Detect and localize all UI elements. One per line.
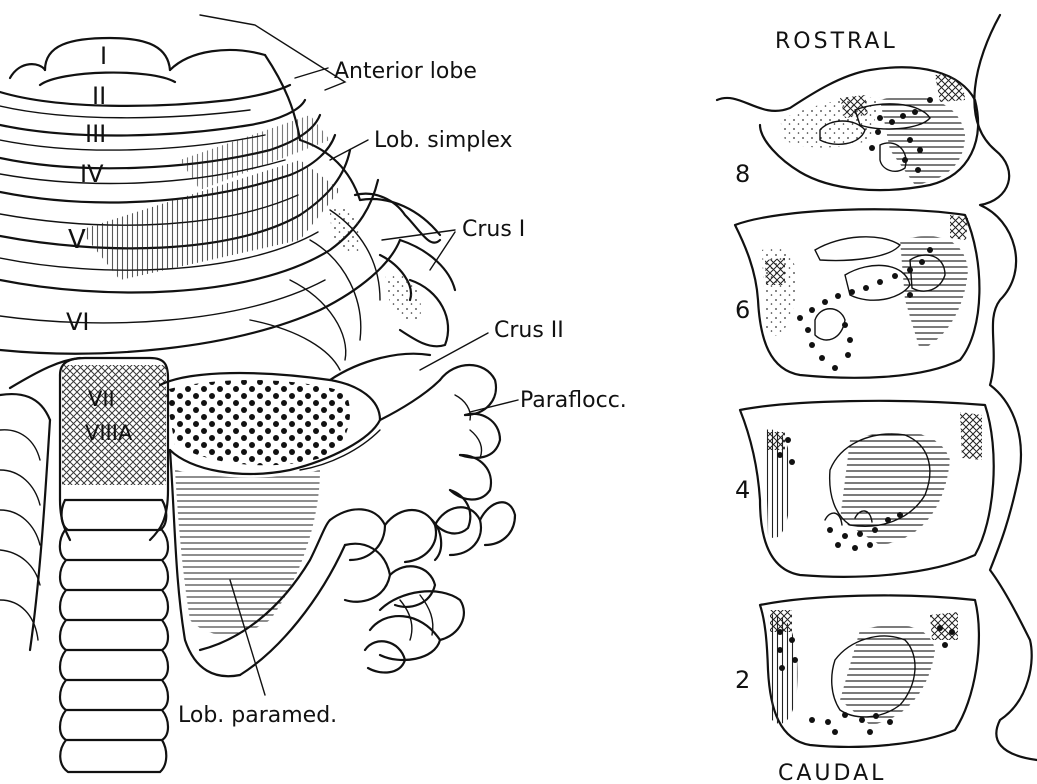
section-number-6: 6 [735, 296, 750, 324]
crus-1-leader-b [430, 232, 455, 270]
lob-paramed-label: Lob. paramed. [178, 703, 337, 728]
lobule-label-V: V [68, 225, 86, 255]
section-number-4: 4 [735, 476, 750, 504]
brainstem-outline [974, 15, 1037, 760]
lobule-label-VI: VI [66, 308, 90, 336]
paraflocc-label: Paraflocc. [520, 388, 627, 413]
paraflocc-leader [470, 400, 518, 412]
anterior-lobe-label: Anterior lobe [334, 59, 477, 84]
lobule-label-II: II [92, 82, 106, 110]
crus-1-label: Crus I [462, 217, 525, 242]
section-4: 4 [735, 401, 994, 577]
vermis-lower-folia [60, 500, 168, 772]
crus-2-leader [420, 333, 488, 370]
anterior-lobe-leader [295, 68, 328, 78]
lobule-label-III: III [85, 120, 106, 148]
crus-2-label: Crus II [494, 318, 564, 343]
paraflocculus [432, 365, 500, 560]
lobule-label-VII: VII [88, 387, 115, 411]
section-2: 2 [735, 595, 979, 746]
lob-simplex-label: Lob. simplex [374, 128, 513, 153]
section-number-8: 8 [735, 160, 750, 188]
flocculus [365, 591, 464, 672]
anterior-lobe-bracket [200, 15, 345, 90]
rostral-label: ROSTRAL [775, 29, 898, 54]
section-6: 6 [735, 209, 979, 377]
section-number-2: 2 [735, 666, 750, 694]
lobule-label-I: I [100, 42, 107, 70]
lobule-label-IV: IV [80, 160, 104, 188]
lobule-label-VIIIA: VIIIA [85, 421, 133, 445]
caudal-label: CAUDAL [778, 761, 886, 784]
section-8: 8 [717, 67, 978, 190]
